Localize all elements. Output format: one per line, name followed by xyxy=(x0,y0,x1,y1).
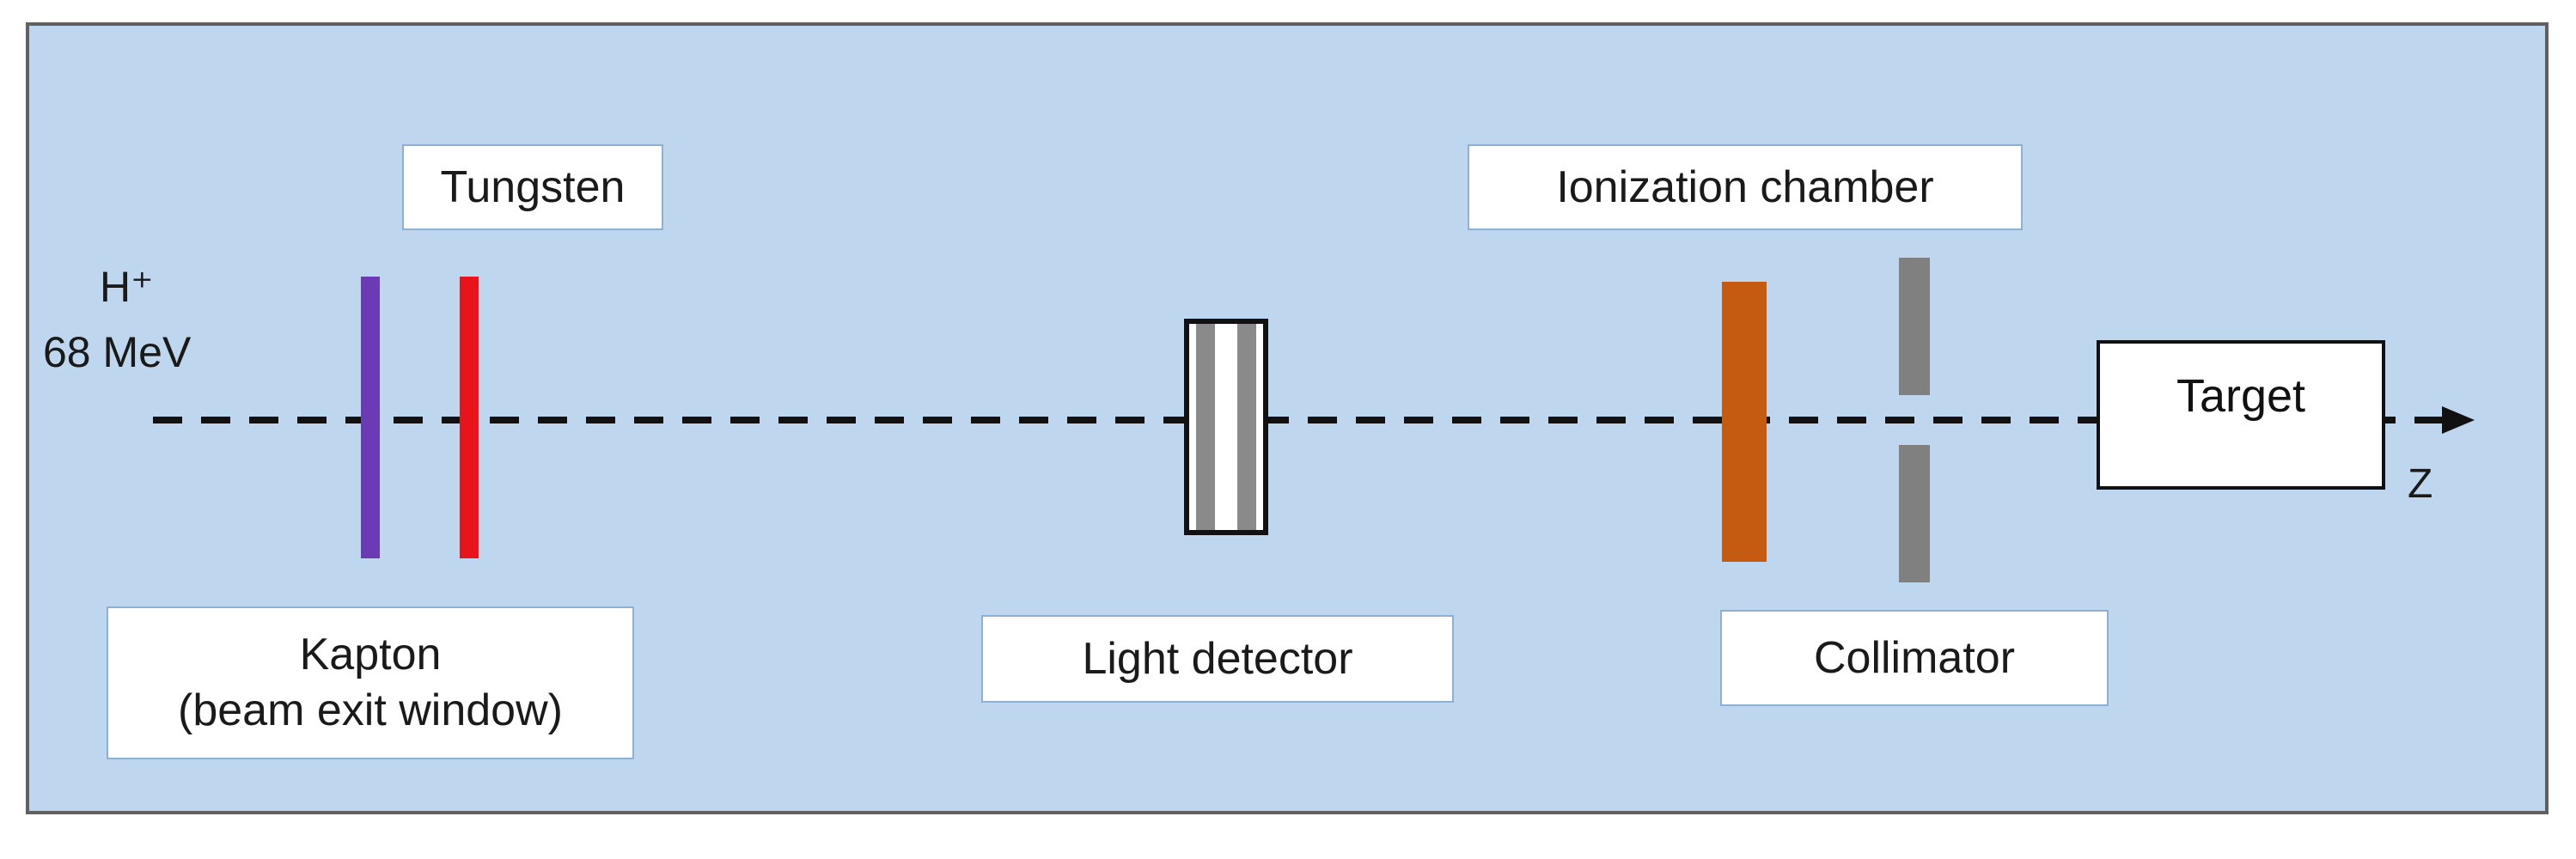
target-label-text: Target xyxy=(2176,370,2306,422)
kapton-label-line2: (beam exit window) xyxy=(178,685,563,735)
beam-arrow-icon xyxy=(2442,406,2475,434)
beam-line xyxy=(153,417,2464,423)
kapton-bar xyxy=(361,277,380,558)
kapton-label-line1: Kapton xyxy=(299,630,442,679)
collimator-label-text: Collimator xyxy=(1813,632,2016,683)
ionization-chamber-label-text: Ionization chamber xyxy=(1556,161,1934,212)
collimator-lower-bar xyxy=(1899,445,1930,582)
light-detector-icon xyxy=(1184,319,1268,535)
collimator-upper-bar xyxy=(1899,258,1930,395)
light-detector-label: Light detector xyxy=(981,615,1454,703)
beam-energy-label: 68 MeV xyxy=(43,328,192,376)
ionization-chamber-bar xyxy=(1722,282,1767,562)
beam-particle-label: H⁺ xyxy=(100,263,154,311)
target-box: Target xyxy=(2097,340,2385,490)
detector-left-strip xyxy=(1196,324,1215,530)
collimator-label: Collimator xyxy=(1720,610,2109,706)
light-detector-label-text: Light detector xyxy=(1082,633,1353,684)
tungsten-bar xyxy=(460,277,479,558)
detector-right-strip xyxy=(1237,324,1256,530)
ionization-chamber-label: Ionization chamber xyxy=(1468,144,2023,230)
tungsten-label-text: Tungsten xyxy=(440,161,626,212)
tungsten-label: Tungsten xyxy=(402,144,663,230)
kapton-label: Kapton (beam exit window) xyxy=(107,606,634,759)
z-axis-label: Z xyxy=(2408,461,2433,507)
